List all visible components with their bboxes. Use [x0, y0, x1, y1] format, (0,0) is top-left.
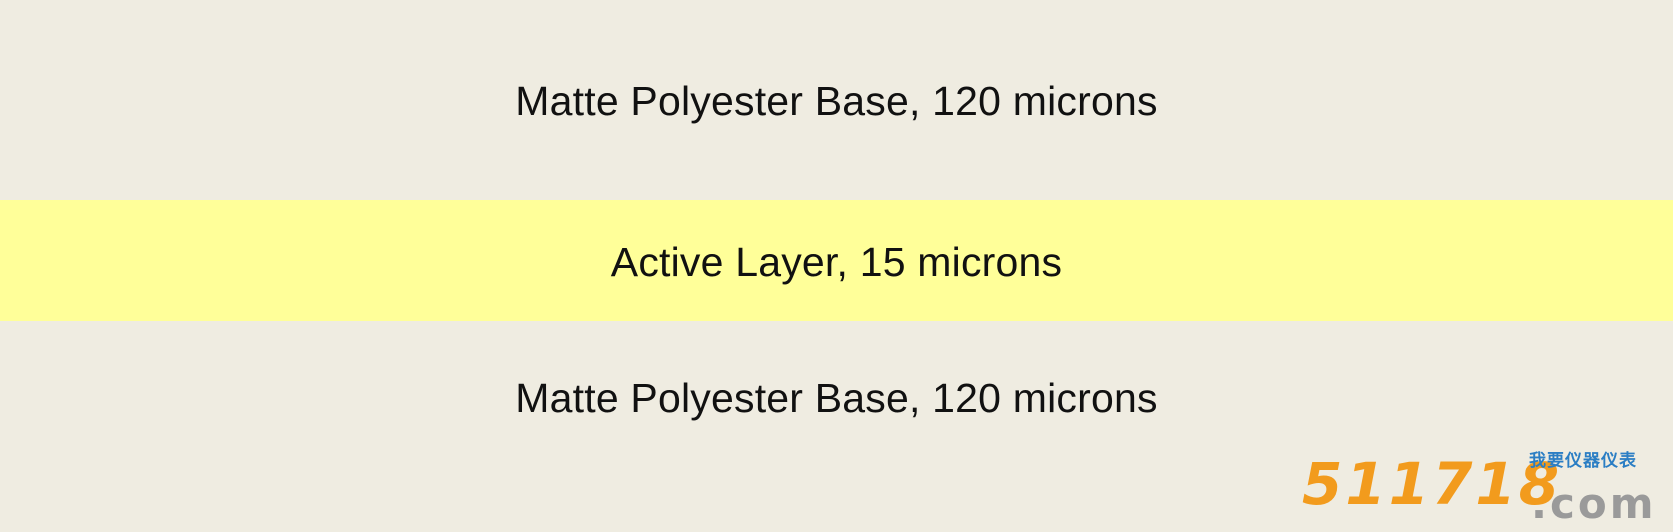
- watermark-domain: .com: [1531, 479, 1657, 528]
- watermark-number: 511718: [1302, 450, 1563, 518]
- active-layer-label: Active Layer, 15 microns: [610, 239, 1063, 285]
- active-layer: Active Layer, 15 microns: [0, 200, 1673, 321]
- bottom-base-layer-label: Matte Polyester Base, 120 microns: [515, 375, 1158, 421]
- watermark-chinese-text: 我要仪器仪表: [1529, 451, 1637, 471]
- bottom-base-layer: Matte Polyester Base, 120 microns: [0, 321, 1673, 532]
- top-base-layer: Matte Polyester Base, 120 microns: [0, 0, 1673, 200]
- watermark-logo: 511718 我要仪器仪表 .com: [1302, 450, 1653, 525]
- top-base-layer-label: Matte Polyester Base, 120 microns: [515, 77, 1158, 124]
